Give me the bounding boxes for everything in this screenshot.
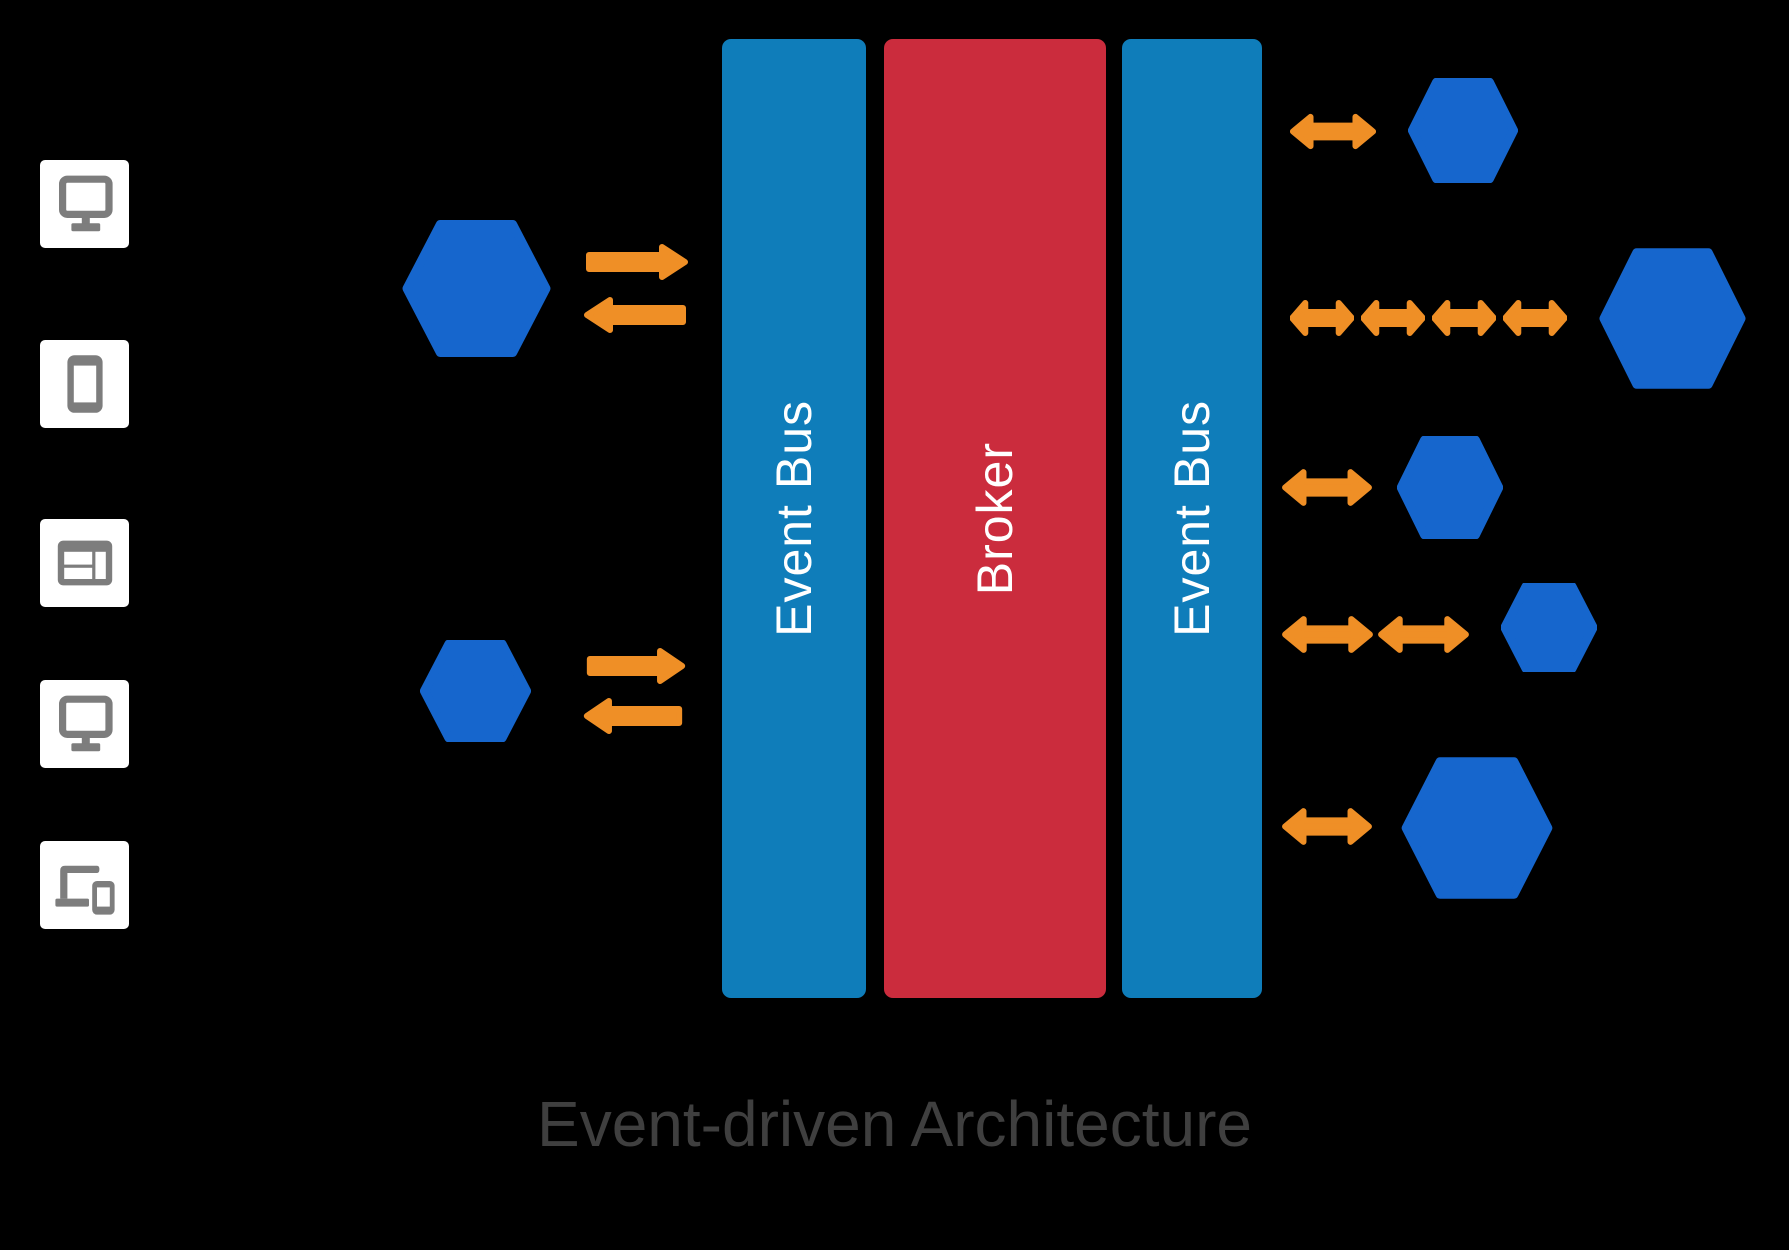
device-box-desktop-2 <box>40 680 129 768</box>
double-arrow-icon <box>1282 467 1372 508</box>
double-arrow-icon <box>1503 298 1567 338</box>
broker-label: Broker <box>967 441 1023 596</box>
double-arrow-icon <box>1432 298 1496 338</box>
double-arrow-icon <box>1290 298 1354 338</box>
double-arrow-icon <box>1282 806 1372 847</box>
service-hexagon-left-1 <box>401 219 552 358</box>
device-box-web-layout <box>40 519 129 607</box>
smartphone-icon <box>66 355 103 413</box>
double-arrow-icon <box>1361 298 1425 338</box>
diagram-title: Event-driven Architecture <box>537 1088 1252 1160</box>
event-bus-left-bar: Event Bus <box>722 39 866 998</box>
laptop-and-phone-icon <box>54 865 115 915</box>
service-hexagon-left-2 <box>420 640 531 742</box>
event-bus-right-label: Event Bus <box>1164 400 1220 637</box>
desktop-monitor-icon <box>58 695 113 752</box>
event-bus-left-label: Event Bus <box>766 400 822 637</box>
arrow-left-icon <box>583 296 687 334</box>
arrow-right-icon <box>586 647 686 685</box>
service-hexagon-right-3 <box>1397 436 1503 539</box>
double-arrow-icon <box>1290 112 1376 151</box>
service-hexagon-right-2 <box>1598 247 1747 390</box>
desktop-monitor-icon <box>58 175 113 232</box>
double-arrow-icon <box>1378 614 1469 655</box>
arrow-left-icon <box>583 697 683 735</box>
device-box-smartphone <box>40 340 129 428</box>
device-box-desktop-1 <box>40 160 129 248</box>
service-hexagon-right-5 <box>1400 756 1554 900</box>
double-arrow-icon <box>1282 614 1373 655</box>
broker-bar: Broker <box>884 39 1106 998</box>
service-hexagon-right-1 <box>1408 78 1518 183</box>
arrow-right-icon <box>585 243 689 281</box>
service-hexagon-right-4 <box>1501 583 1597 672</box>
event-bus-right-bar: Event Bus <box>1122 39 1262 998</box>
web-layout-icon <box>57 540 112 586</box>
device-box-laptop-phone <box>40 841 129 929</box>
